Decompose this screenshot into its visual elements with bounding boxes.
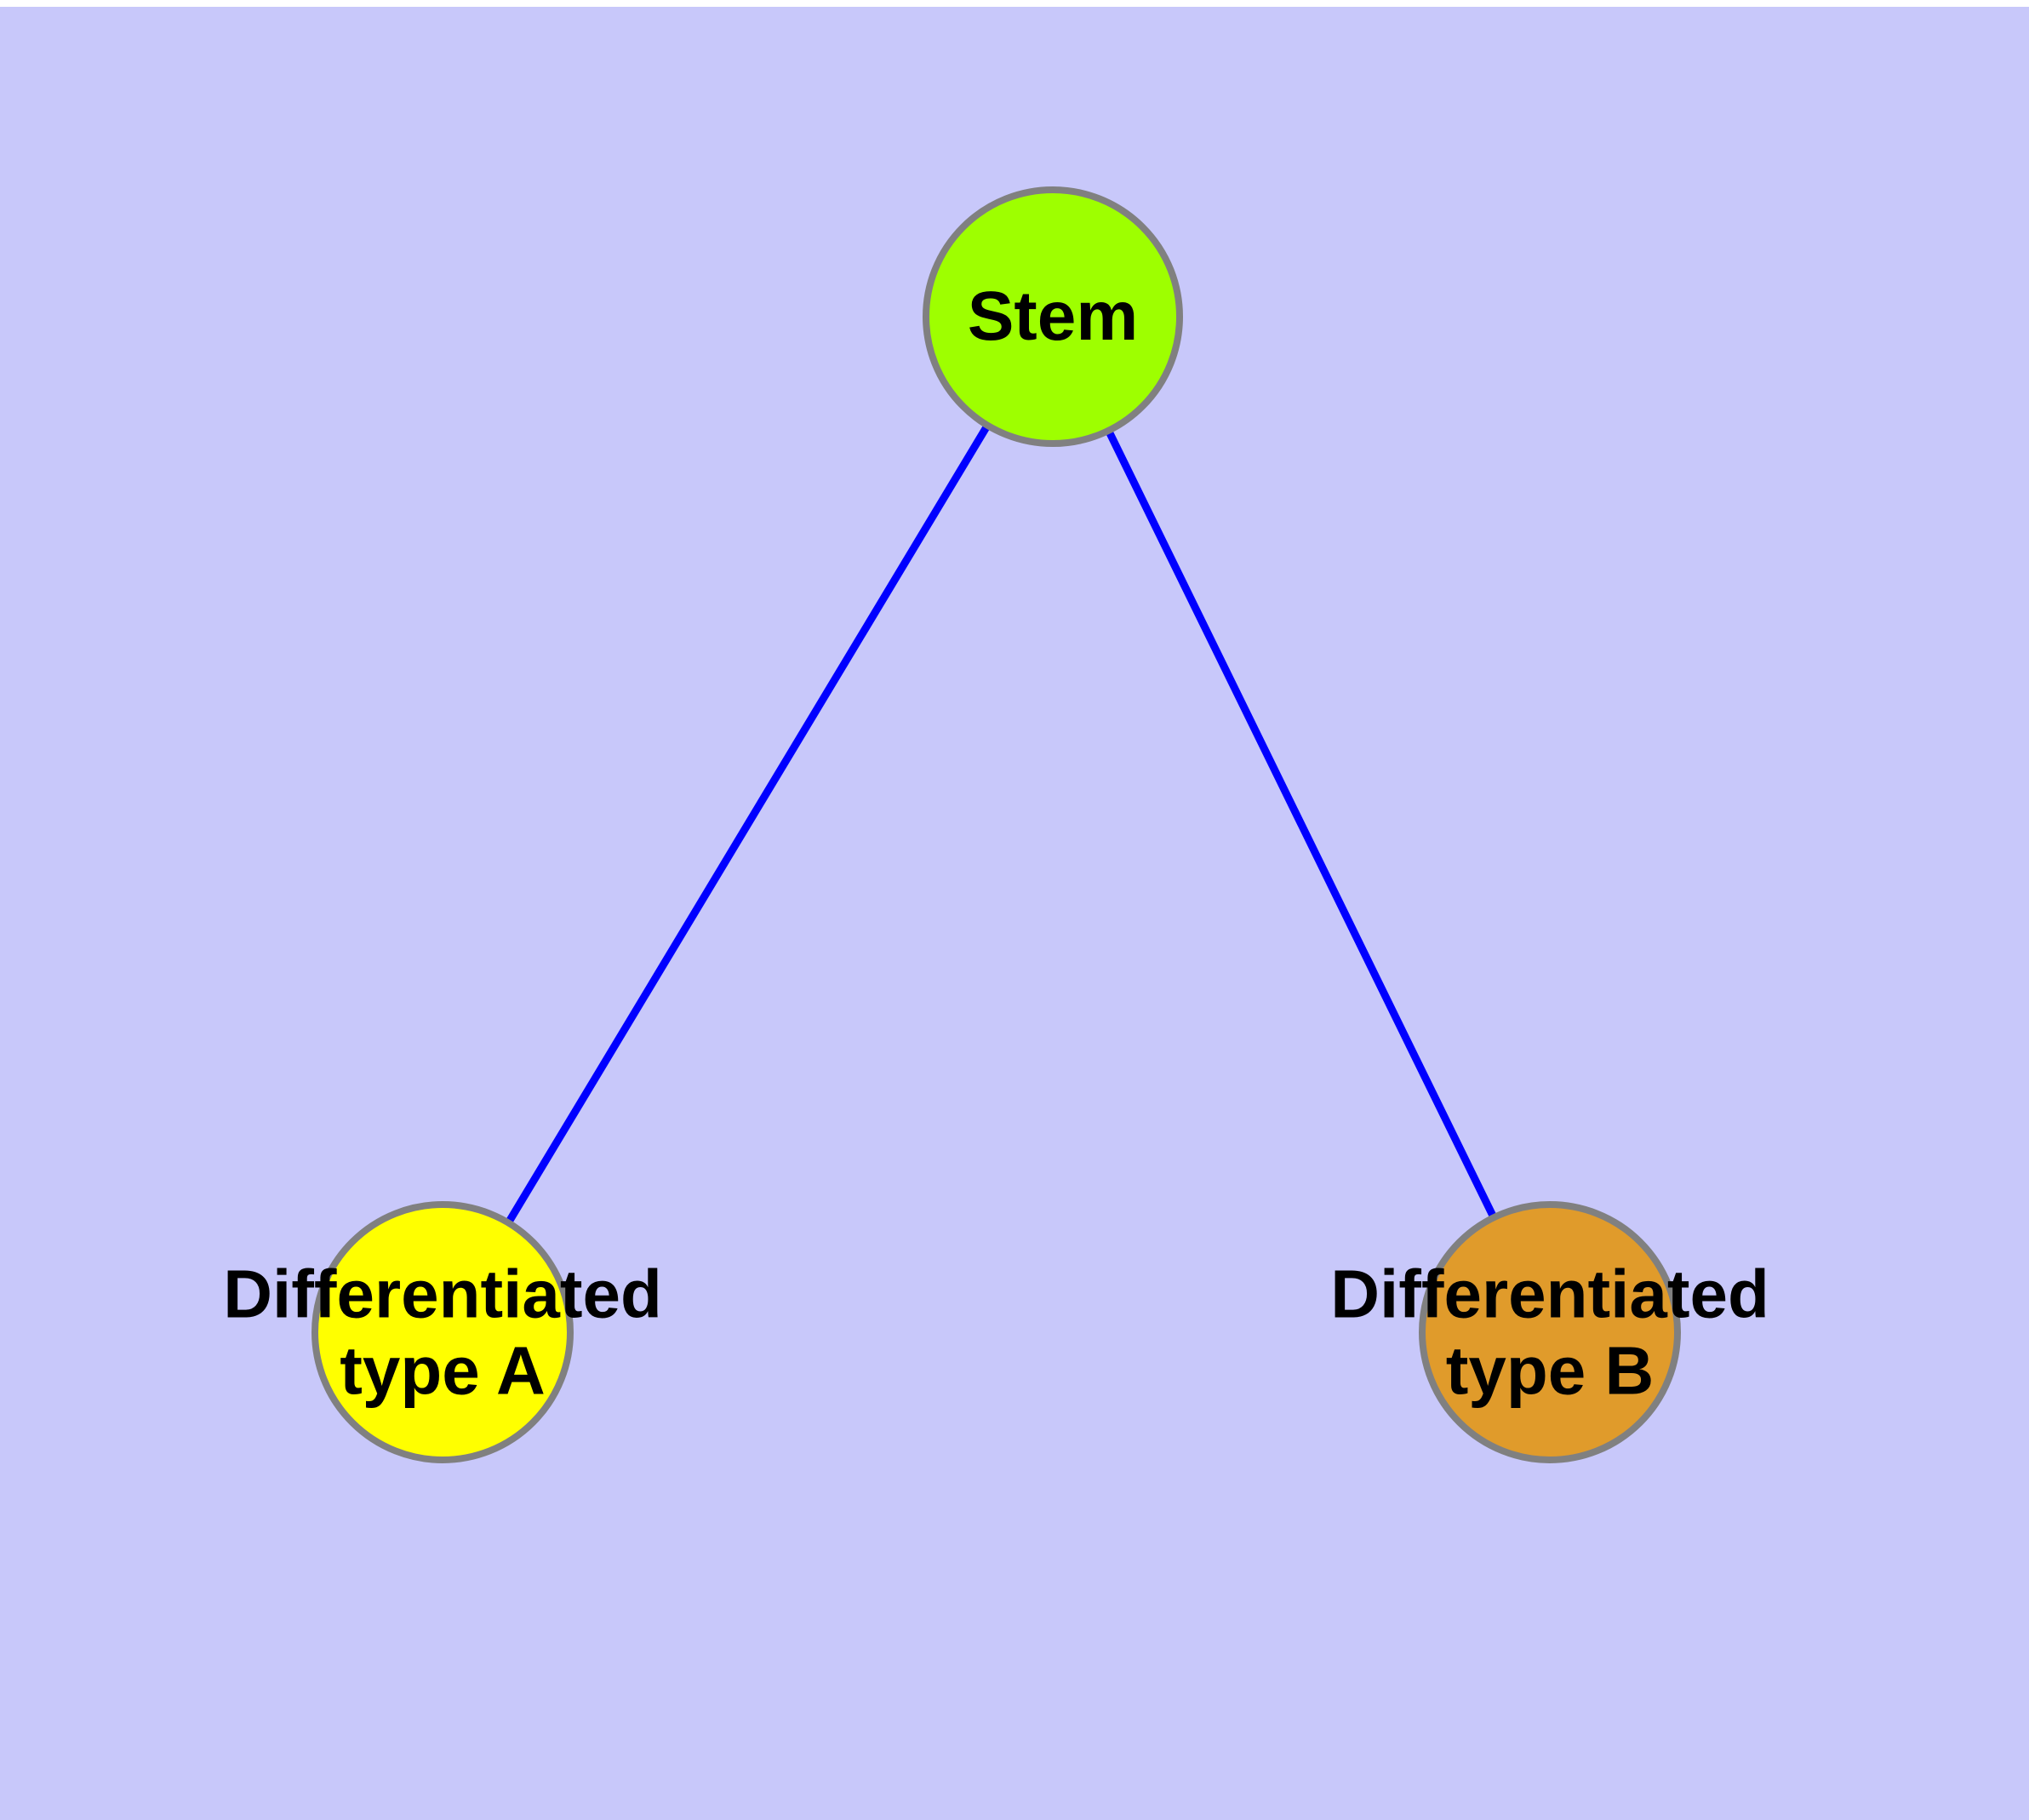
node-layer <box>311 186 1681 1463</box>
node-differentiated-type-b[interactable] <box>1419 1201 1681 1463</box>
node-differentiated-type-a[interactable] <box>311 1201 574 1463</box>
edge-stem-to-differentiated-type-b <box>1049 315 1554 1334</box>
top-margin-strip <box>0 0 2029 7</box>
node-stem[interactable] <box>923 186 1183 447</box>
edge-layer <box>439 314 1554 1335</box>
edge-stem-to-differentiated-type-a <box>439 314 1056 1335</box>
